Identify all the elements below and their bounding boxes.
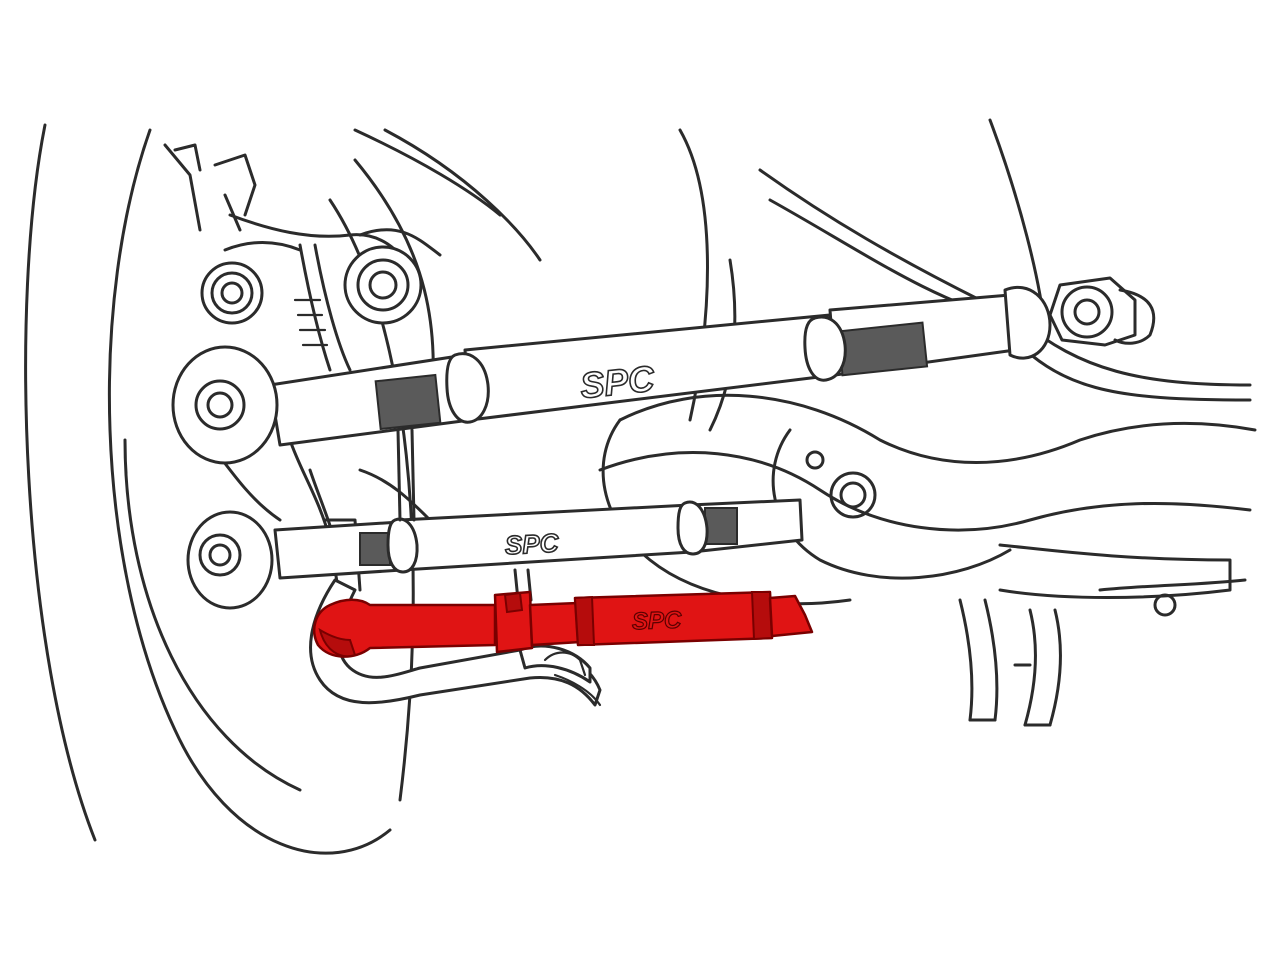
lower-adjustable-arm: SPC	[313, 590, 814, 707]
subframe	[598, 393, 1257, 727]
middle-arm: SPC	[186, 498, 804, 610]
wheel-outline	[24, 123, 435, 855]
mount-nut	[1048, 276, 1156, 347]
lower-arm-logo: SPC	[632, 607, 683, 636]
upper-arm: SPC	[171, 286, 1052, 465]
knuckle-assembly	[163, 143, 442, 602]
upper-arm-logo: SPC	[578, 358, 657, 407]
middle-arm-logo: SPC	[504, 528, 560, 561]
